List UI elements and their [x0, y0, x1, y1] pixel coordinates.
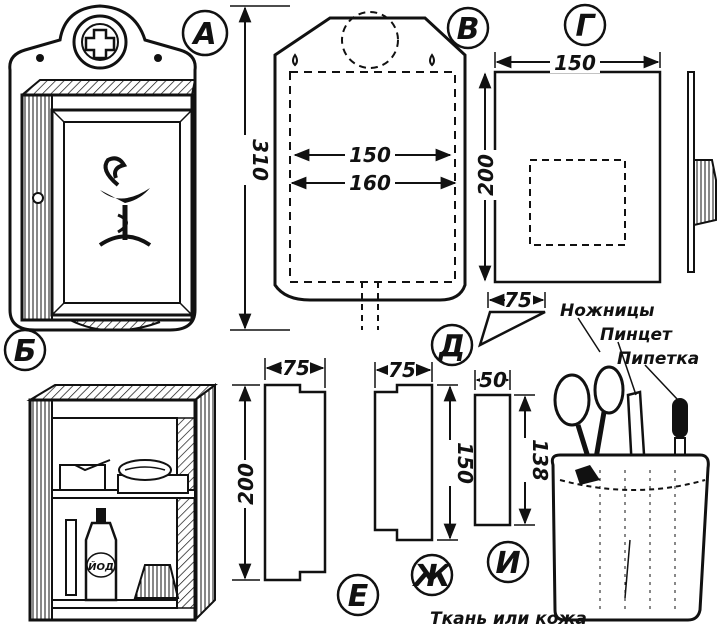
cabinet-closed-view	[8, 4, 197, 332]
label-tweezers: Пинцет	[600, 325, 673, 345]
bottle-label: ЙОД	[88, 560, 114, 573]
pack-icon	[133, 564, 180, 599]
dim-310: 310	[248, 139, 272, 181]
label-g-marker: Г	[563, 3, 607, 47]
label-fabric: Ткань или кожа	[430, 609, 587, 629]
dim-i-50: 50	[479, 368, 507, 392]
label-g: Г	[575, 9, 596, 44]
dim-200-g: 200	[474, 154, 498, 196]
label-e: Е	[348, 579, 369, 614]
side-panel-pattern: 75 200	[232, 356, 327, 582]
label-scissors: Ножницы	[560, 301, 654, 321]
label-a-marker: А	[181, 9, 229, 57]
dim-zh-75: 75	[388, 358, 416, 382]
tool-pocket-view	[550, 317, 710, 622]
dim-i-138: 138	[528, 439, 552, 481]
back-panel-pattern: 150 160	[273, 11, 467, 330]
label-b: Б	[14, 334, 37, 369]
bowl-of-hygieia-icon	[98, 156, 152, 247]
small-shelf-pattern: 50 138	[473, 368, 552, 527]
dimension-310: 310	[230, 5, 290, 331]
label-v: В	[457, 12, 480, 47]
label-zh: Ж	[412, 559, 452, 594]
cabinet-open-view: ЙОД	[26, 383, 218, 622]
iodine-bottle-icon: ЙОД	[84, 508, 118, 602]
dim-e-75: 75	[282, 356, 310, 380]
knob-icon	[32, 192, 44, 204]
label-v-marker: В	[446, 6, 490, 50]
label-i: И	[495, 546, 520, 581]
label-a: А	[191, 17, 216, 52]
dim-150-inner: 150	[349, 143, 391, 167]
dim-d-75: 75	[504, 288, 532, 312]
label-d: Д	[438, 329, 466, 364]
dim-e-200: 200	[234, 463, 258, 505]
dim-160: 160	[349, 171, 391, 195]
cross-icon	[84, 28, 116, 60]
bandage-roll-icon	[118, 459, 172, 481]
screw-icon	[154, 54, 162, 62]
dim-150-top: 150	[554, 51, 596, 75]
corner-piece-pattern: 75	[477, 288, 546, 348]
label-d-marker: Д	[430, 323, 474, 367]
vial-icon	[65, 519, 77, 596]
label-e-marker: Е	[336, 573, 380, 617]
label-b-marker: Б	[3, 328, 47, 372]
label-zh-marker: Ж	[410, 553, 454, 597]
door-side-profile	[687, 71, 717, 273]
screw-icon	[36, 54, 44, 62]
label-pipette: Пипетка	[617, 349, 699, 369]
label-i-marker: И	[486, 540, 530, 584]
shelf-panel-pattern: 75 150	[373, 358, 477, 542]
door-panel-pattern: 150 200	[473, 51, 662, 284]
dim-zh-150: 150	[453, 442, 477, 484]
